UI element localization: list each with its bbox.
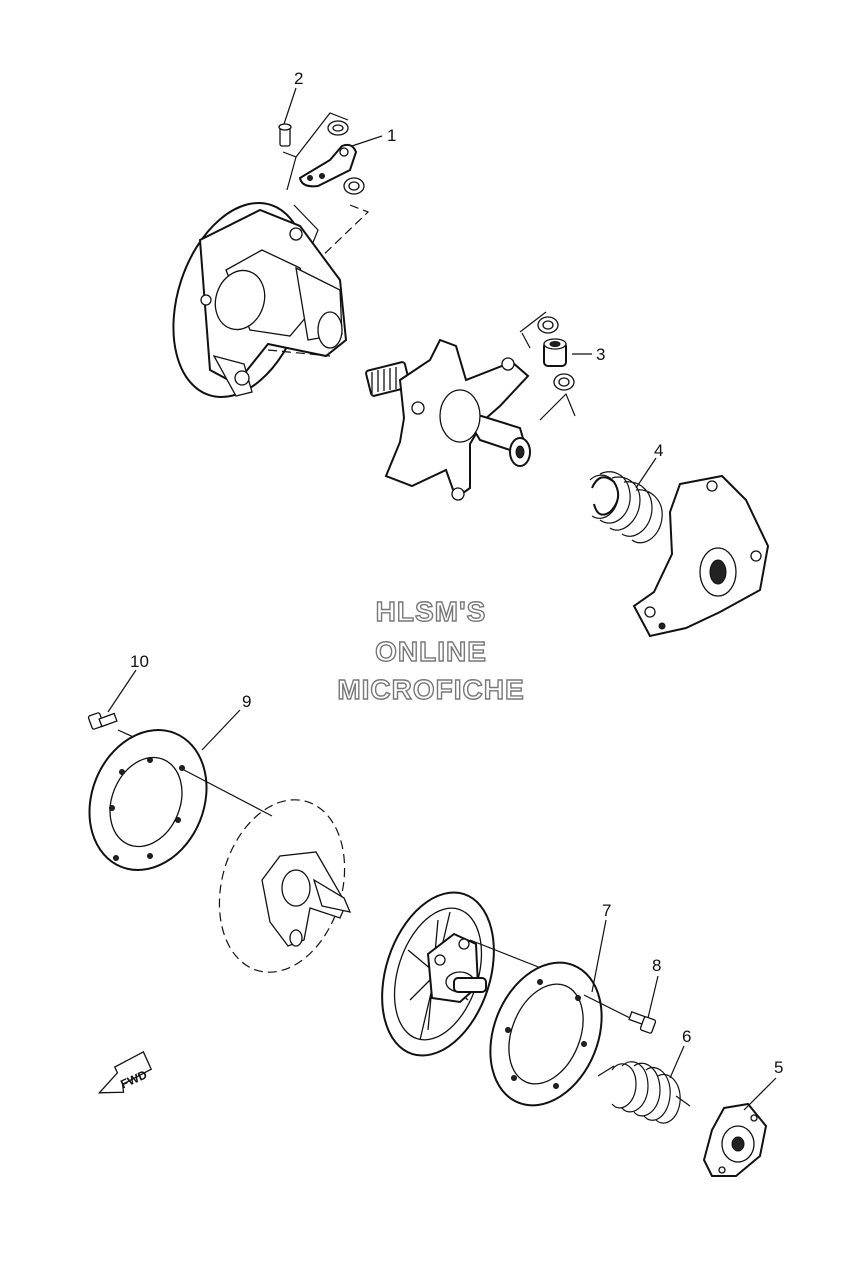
spider-shaft[interactable] [365,338,531,501]
callout-7: 7 [602,901,611,920]
part-8-bolt[interactable] [628,1011,657,1034]
part-7-plate[interactable] [470,946,622,1122]
callout-5: 5 [774,1058,783,1077]
callout-10: 10 [130,652,149,671]
primary-fixed-sheave[interactable] [150,186,348,415]
part-10-bolt[interactable] [87,712,118,730]
callout-6: 6 [682,1027,691,1046]
secondary-sliding-sheave[interactable] [363,878,514,1070]
callout-3: 3 [596,345,605,364]
callout-4: 4 [654,441,663,460]
part-1-lever-assembly[interactable] [298,120,365,195]
part-6-spring[interactable] [597,1061,691,1124]
part-9-plate[interactable] [69,712,227,887]
watermark-line-2: ONLINE [374,635,487,667]
watermark-line-1: HLSM'S [375,595,487,627]
callout-8: 8 [652,956,661,975]
part-5-cap[interactable] [702,1102,768,1177]
callout-9: 9 [242,692,251,711]
sliding-sheave-cover[interactable] [632,474,770,638]
callout-2: 2 [294,69,303,88]
part-4-spring[interactable] [589,471,663,544]
watermark-line-3: MICROFICHE [337,673,525,705]
fwd-arrow-icon: FWD [97,1051,153,1094]
callout-1: 1 [387,126,396,145]
part-3-collar[interactable] [537,316,575,391]
secondary-fixed-sheave[interactable] [200,785,364,987]
part-2-pin[interactable] [278,123,292,147]
